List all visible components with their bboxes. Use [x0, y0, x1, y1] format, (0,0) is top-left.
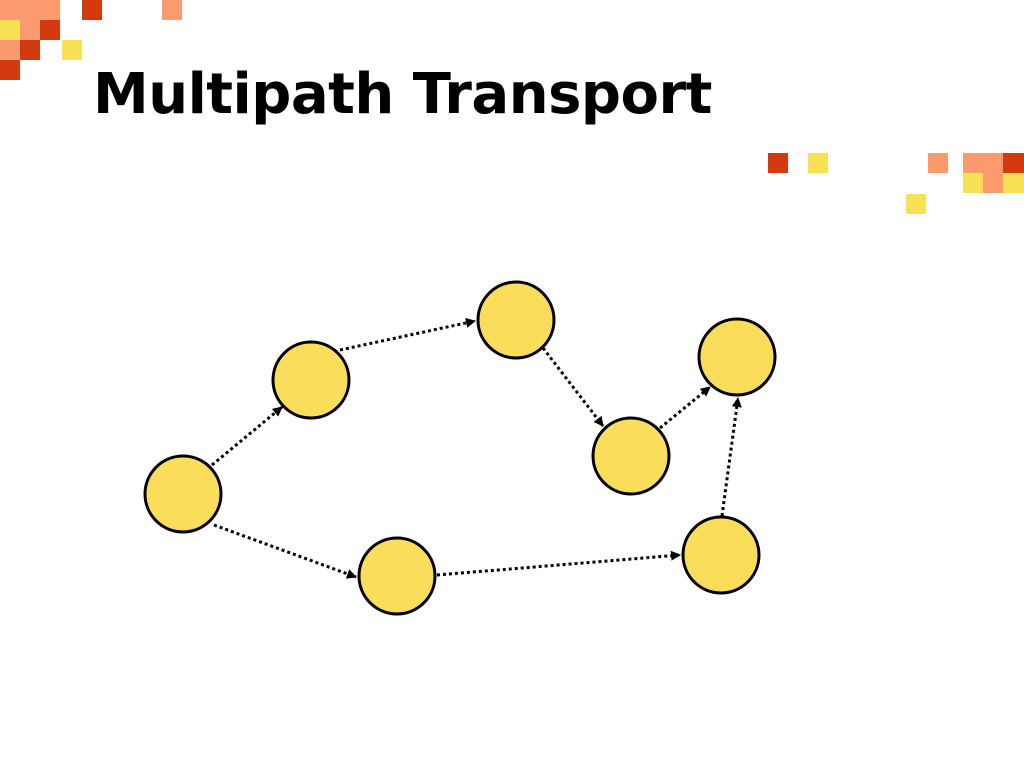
deco-square — [1003, 153, 1024, 173]
deco-square — [928, 153, 948, 173]
deco-square — [0, 0, 20, 20]
edge-upper-2-to-upper-3 — [541, 347, 605, 427]
slide-title: Multipath Transport — [93, 62, 712, 127]
node-lower-2 — [681, 515, 761, 595]
deco-square — [162, 0, 182, 20]
deco-square — [963, 173, 983, 193]
deco-square — [20, 40, 40, 60]
deco-square — [82, 0, 102, 20]
deco-square — [983, 153, 1003, 173]
deco-square — [40, 0, 60, 20]
deco-square — [0, 60, 20, 80]
deco-square — [20, 0, 40, 20]
node-lower-1 — [357, 536, 437, 616]
node-upper-2 — [476, 280, 556, 360]
deco-square — [40, 20, 60, 40]
edge-lower-2-to-destination — [720, 397, 742, 517]
nodes — [143, 280, 777, 616]
edge-upper-1-to-upper-2 — [339, 318, 476, 352]
deco-square — [62, 40, 82, 60]
deco-square — [20, 20, 40, 40]
node-upper-3 — [591, 416, 671, 496]
deco-square — [768, 153, 788, 173]
edge-source-to-lower-1 — [213, 523, 357, 579]
edge-lower-1-to-lower-2 — [436, 550, 681, 577]
edge-upper-3-to-destination — [659, 385, 711, 430]
deco-square — [1003, 173, 1024, 193]
edges — [211, 318, 742, 579]
node-destination — [697, 317, 777, 397]
deco-square — [963, 153, 983, 173]
deco-square — [0, 40, 20, 60]
deco-square — [808, 153, 828, 173]
deco-square — [906, 194, 926, 214]
edge-source-to-upper-1 — [211, 405, 283, 467]
node-upper-1 — [271, 340, 351, 420]
deco-square — [983, 173, 1003, 193]
deco-square — [0, 20, 20, 40]
node-source — [143, 454, 223, 534]
